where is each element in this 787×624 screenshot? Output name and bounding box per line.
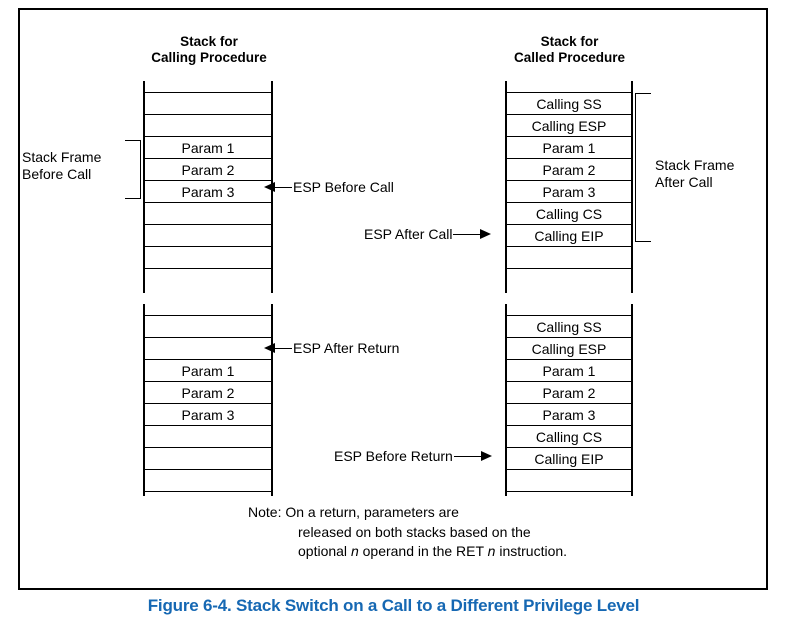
stack-row [145,469,271,492]
pointer-esp-after-call-label: ESP After Call [364,226,453,242]
figure-note-line3: optional n operand in the RET n instruct… [248,542,567,562]
stack-row-param-3: Param 3 [507,180,631,203]
called-procedure-title-line1: Stack for [540,34,599,49]
stack-row-calling-ss: Calling SS [507,315,631,338]
note-operand-n2: n [487,543,496,559]
figure-caption: Figure 6-4. Stack Switch on a Call to a … [147,596,640,615]
stack-row-calling-eip: Calling EIP [507,224,631,247]
arrow-shaft [275,347,292,349]
stack-row-param-1: Param 1 [145,359,271,382]
pointer-esp-before-return: ESP Before Return [333,449,492,463]
note-line3-part-c: instruction. [495,543,568,559]
stack-row-param-1: Param 1 [145,136,271,159]
stack-row [145,491,271,503]
note-line3-part-b: operand in the RET [358,543,488,559]
arrow-shaft [453,455,481,457]
stack-row [145,268,271,280]
stack-row [145,425,271,448]
bracket-stack-frame-before-call [125,140,141,199]
stack-row-param-2: Param 2 [145,381,271,404]
called-procedure-title-line2: Called Procedure [513,50,626,65]
caption-divider [18,588,768,589]
pointer-esp-before-call-label: ESP Before Call [293,179,394,195]
stack-row [507,491,631,503]
arrow-right-icon [480,451,492,461]
stack-calling-top: Param 1 Param 2 Param 3 [143,81,273,293]
arrow-left-icon [264,343,275,353]
stack-row [145,202,271,225]
stack-row [507,469,631,492]
label-line2: After Call [655,174,713,190]
figure-note-line2: released on both stacks based on the [298,523,531,540]
arrow-right-icon [480,229,492,239]
stack-row-param-2: Param 2 [507,158,631,181]
stack-row [507,246,631,269]
stack-row-calling-ss: Calling SS [507,92,631,115]
pointer-esp-after-call: ESP After Call [363,226,492,242]
label-line2: Before Call [22,166,92,182]
calling-procedure-title: Stack for Calling Procedure [139,34,279,66]
arrow-left-icon [264,182,275,192]
stack-row [507,268,631,280]
stack-row-param-2: Param 2 [507,381,631,404]
called-procedure-title: Stack for Called Procedure [497,34,642,66]
stack-row-calling-eip: Calling EIP [507,447,631,470]
label-line1: Stack Frame [655,157,735,173]
stack-row [145,315,271,338]
stack-row-calling-cs: Calling CS [507,425,631,448]
stack-row [145,224,271,247]
stack-row [145,92,271,115]
stack-called-bottom: Calling SS Calling ESP Param 1 Param 2 P… [505,304,633,496]
stack-called-top: Calling SS Calling ESP Param 1 Param 2 P… [505,81,633,293]
note-line3-part-a: optional [298,543,351,559]
stack-row-calling-esp: Calling ESP [507,337,631,360]
stack-row-param-3: Param 3 [145,180,271,203]
pointer-esp-after-return-label: ESP After Return [293,340,400,356]
calling-procedure-title-line2: Calling Procedure [151,50,267,65]
stack-row-calling-cs: Calling CS [507,202,631,225]
stack-row-param-3: Param 3 [507,403,631,426]
arrow-shaft [453,233,481,235]
figure-note-line1: Note: On a return, parameters are [248,504,459,520]
pointer-esp-before-call: ESP Before Call [264,180,395,194]
label-stack-frame-after-call: Stack Frame After Call [655,157,734,191]
stack-row [145,246,271,269]
stack-row [145,447,271,470]
label-stack-frame-before-call: Stack Frame Before Call [22,149,101,183]
stack-row-calling-esp: Calling ESP [507,114,631,137]
calling-procedure-title-line1: Stack for [180,34,238,49]
note-operand-n: n [350,543,359,559]
label-line1: Stack Frame [22,149,102,165]
page-border-frame [18,8,768,590]
stack-row-param-1: Param 1 [507,136,631,159]
stack-row [145,114,271,137]
figure-note: Note: On a return, parameters are releas… [248,503,567,562]
pointer-esp-after-return: ESP After Return [264,341,400,355]
stack-row-param-3: Param 3 [145,403,271,426]
stack-calling-bottom: Param 1 Param 2 Param 3 [143,304,273,496]
bracket-stack-frame-after-call [635,93,651,242]
stack-row [145,337,271,360]
stack-row-param-1: Param 1 [507,359,631,382]
pointer-esp-before-return-label: ESP Before Return [334,448,453,464]
stack-row-param-2: Param 2 [145,158,271,181]
arrow-shaft [275,186,292,188]
